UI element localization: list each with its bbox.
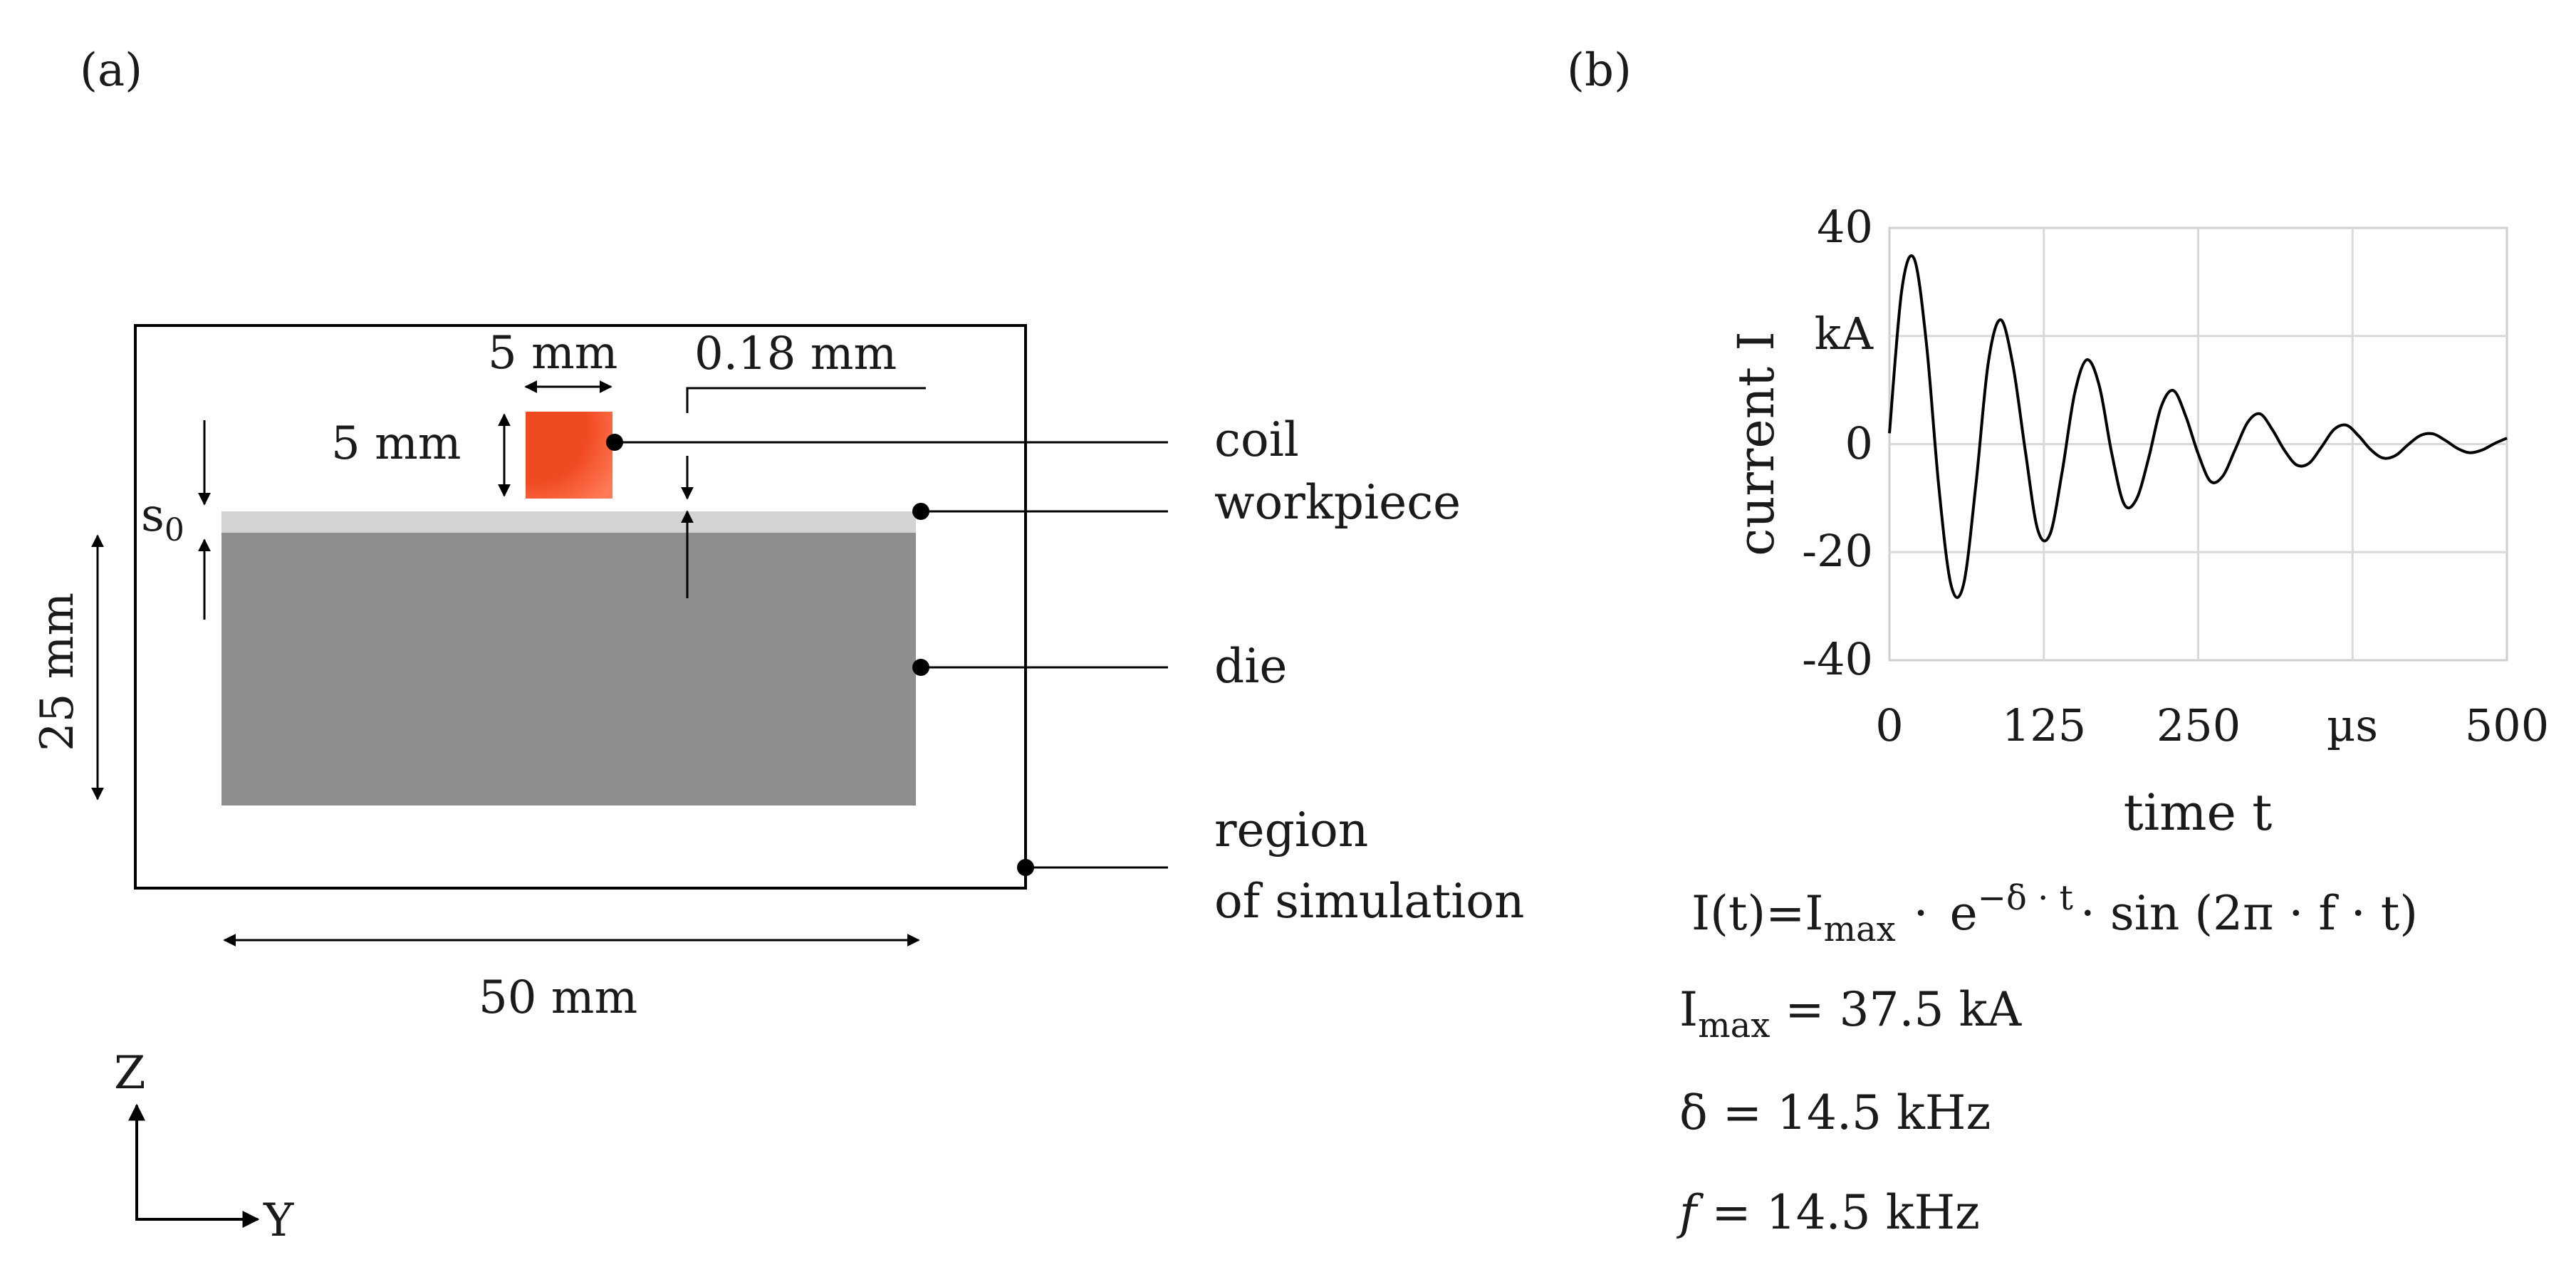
grid — [1889, 228, 2507, 660]
x-tick-label: 250 — [2157, 699, 2241, 751]
die-label: die — [1214, 639, 1287, 694]
y-tick-label: -40 — [1802, 633, 1873, 685]
current-curve — [1888, 254, 2508, 599]
coil-height-label: 5 mm — [331, 417, 461, 470]
delta-line: δ = 14.5 kHz — [1679, 1085, 1991, 1140]
panel-b-label: (b) — [1567, 44, 1632, 97]
coil-width-label: 5 mm — [488, 327, 617, 380]
x-tick-label: 500 — [2465, 699, 2549, 751]
panel-b: (b) 40 kA 0 -20 -40 0 125 250 µs 500 cur… — [1567, 44, 2549, 1240]
y-tick-label: kA — [1815, 308, 1874, 360]
z-axis-label: Z — [114, 1047, 145, 1100]
workpiece-sheet — [221, 511, 916, 533]
region-label-line2: of simulation — [1214, 874, 1525, 929]
x-axis-title: time t — [2124, 783, 2273, 842]
y-axis-title: current I — [1727, 331, 1785, 556]
die-width-label: 50 mm — [479, 971, 637, 1024]
x-tick-label: 0 — [1875, 699, 1903, 751]
imax-line: Imax = 37.5 kA — [1679, 982, 2022, 1046]
coil-block — [526, 412, 612, 499]
s0-label: s0 — [141, 489, 184, 548]
simulation-region-box — [134, 324, 1027, 890]
y-tick-label: 40 — [1817, 201, 1873, 253]
x-tick-label: 125 — [2002, 699, 2086, 751]
gap-leader — [686, 387, 926, 413]
region-label-line1: region — [1214, 803, 1368, 858]
y-tick-label: -20 — [1802, 525, 1873, 577]
y-tick-label: 0 — [1845, 417, 1873, 469]
die-block — [221, 511, 916, 806]
f-line: f = 14.5 kHz — [1676, 1185, 1980, 1240]
x-tick-label: µs — [2327, 699, 2378, 751]
workpiece-label: workpiece — [1214, 475, 1461, 530]
plot-area — [1888, 226, 2508, 662]
die-height-label: 25 mm — [31, 593, 84, 751]
coil-label: coil — [1214, 412, 1299, 467]
panel-a-label: (a) — [80, 44, 142, 97]
y-axis-label: Y — [263, 1194, 294, 1247]
panel-a: (a) 5 mm 5 mm 0.18 mm s0 25 mm 50 mm — [31, 44, 1525, 1247]
current-formula: I(t)=Imax·e−δ · t· sin (2π · f · t) — [1691, 878, 2418, 949]
gap-label: 0.18 mm — [694, 328, 897, 380]
